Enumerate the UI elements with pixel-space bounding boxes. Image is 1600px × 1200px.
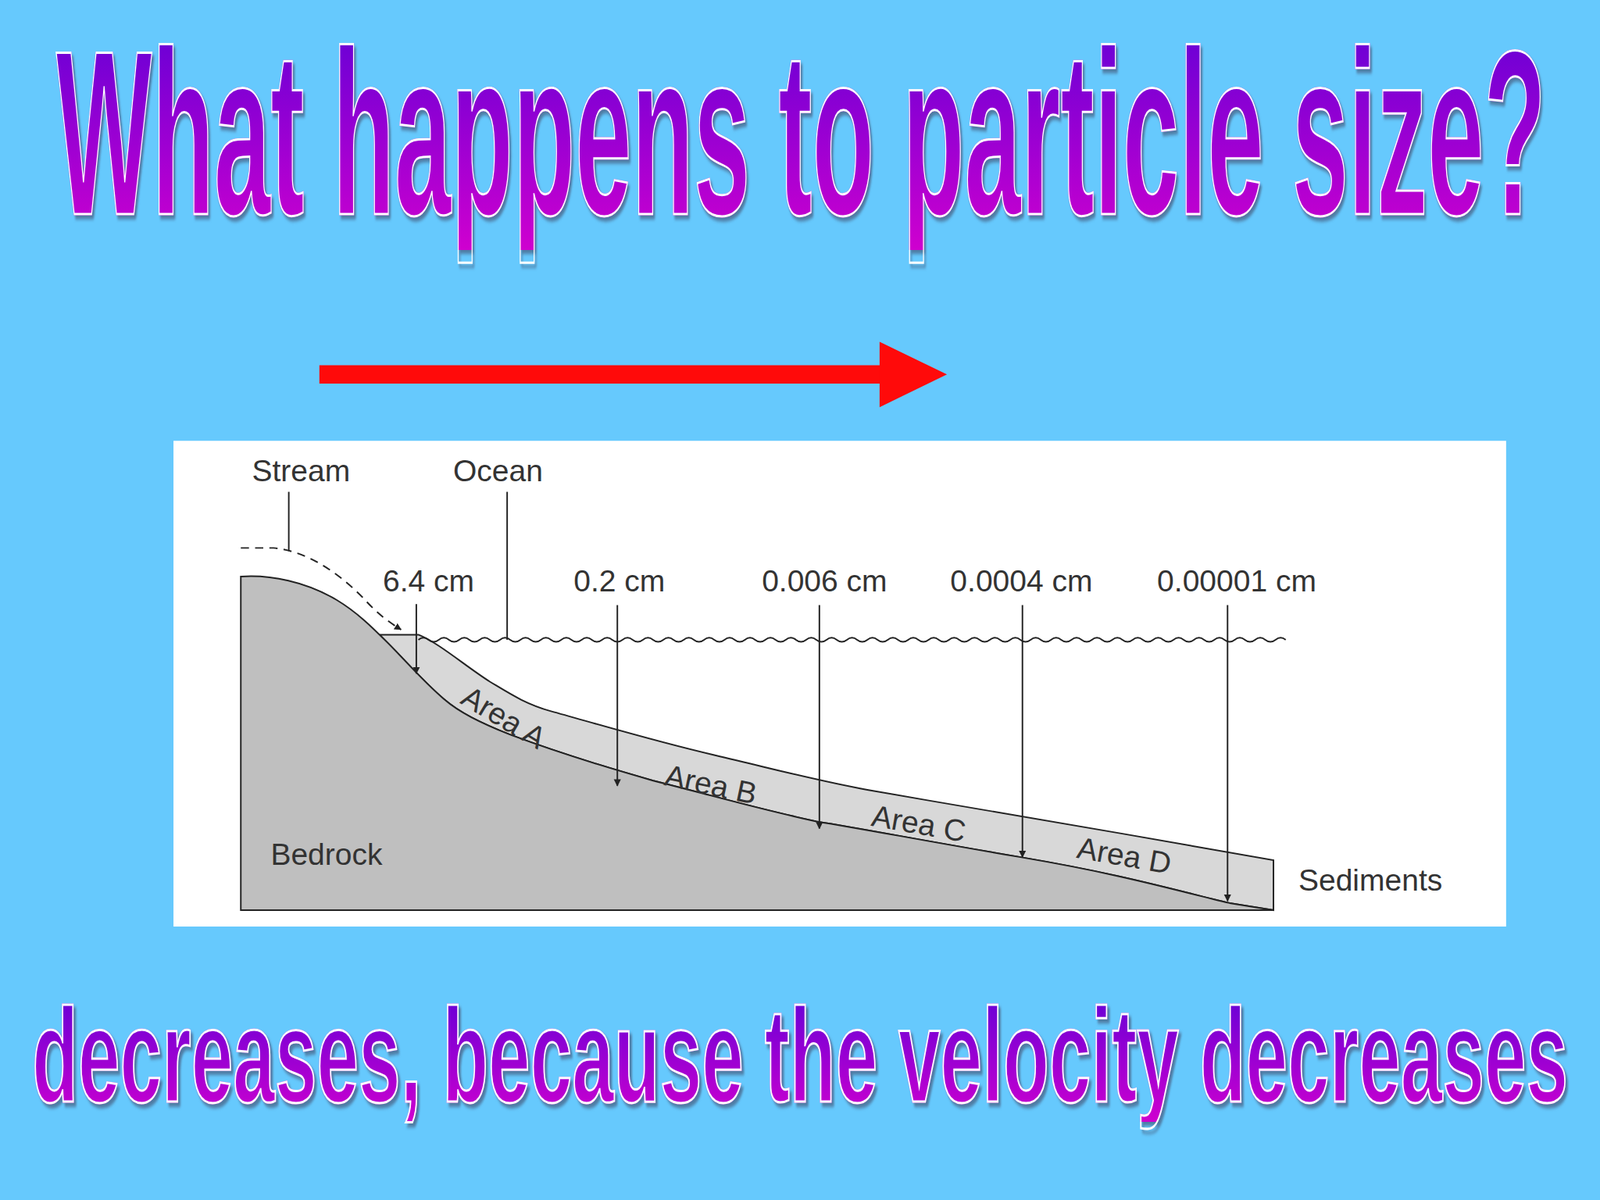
stream-flow: [240, 547, 401, 629]
deposit-arrow: [818, 605, 821, 829]
size-label: 0.00001 cm: [1157, 565, 1317, 597]
deposit-arrow: [1226, 605, 1229, 902]
deposit-arrow: [415, 603, 418, 674]
answer-text: decreases, because the velocity decrease…: [32, 989, 1568, 1122]
stream-label: Stream: [251, 455, 350, 486]
sediments-label: Sediments: [1298, 864, 1443, 895]
stream-leader: [288, 492, 290, 552]
ocean-label: Ocean: [453, 455, 543, 486]
white-panel: [173, 440, 1507, 927]
deposit-arrow: [1021, 605, 1024, 858]
size-label: 0.0004 cm: [950, 565, 1093, 597]
deposit-arrow: [616, 605, 618, 786]
size-label: 6.4 cm: [382, 565, 475, 597]
ocean-leader: [506, 492, 508, 640]
water-surface: [418, 637, 1286, 642]
bedrock: [240, 576, 1274, 911]
red-arrow: [319, 365, 886, 385]
size-label: 0.2 cm: [573, 565, 665, 597]
size-label: 0.006 cm: [761, 565, 887, 597]
bedrock-label: Bedrock: [270, 839, 383, 870]
slide-title: What happens to particle size?: [56, 15, 1547, 250]
red-arrow-head: [879, 342, 947, 408]
